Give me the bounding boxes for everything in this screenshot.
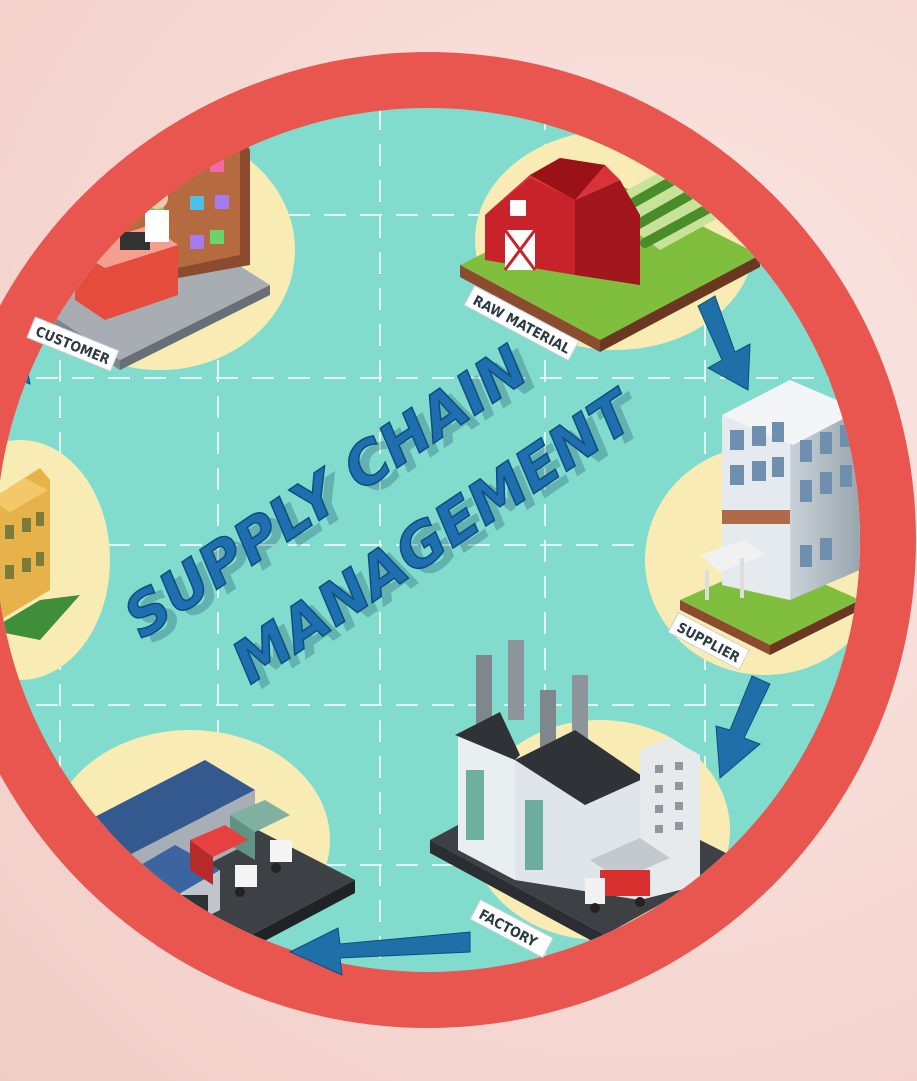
supplier-building-illustration xyxy=(680,380,860,655)
arrow-raw-to-supplier xyxy=(697,295,751,391)
arrow-supplier-to-factory xyxy=(715,675,771,780)
distributor-building-illustration xyxy=(0,468,80,640)
arrow-factory-to-warehouse xyxy=(288,927,471,976)
factory-illustration xyxy=(430,640,740,948)
